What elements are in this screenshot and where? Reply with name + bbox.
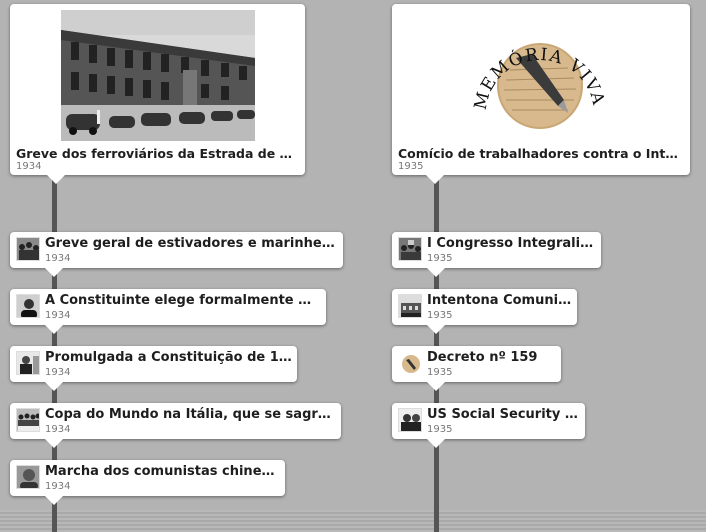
event-card[interactable]: Greve geral de estivadores e marinheiros…: [10, 232, 343, 277]
featured-event-year: 1934: [16, 161, 42, 172]
event-title: US Social Security Act: [427, 407, 581, 422]
memoria-viva-logo: MEMÓRIA VIVA DO TST: [464, 10, 615, 141]
background-stripes: [0, 510, 706, 532]
portrait-photo-icon: [16, 294, 40, 318]
team-photo-icon: [16, 408, 40, 432]
event-year: 1935: [427, 424, 453, 435]
event-title: A Constituinte elege formalmente Get…: [45, 293, 320, 308]
event-title: Intentona Comunista: [427, 293, 573, 308]
event-year: 1934: [45, 481, 71, 492]
building-photo-icon: [398, 294, 422, 318]
event-year: 1935: [427, 253, 453, 264]
event-card[interactable]: Promulgada a Constituição de 1934 1934: [10, 346, 297, 391]
crowd-photo-icon: [398, 237, 422, 261]
event-title: Promulgada a Constituição de 1934: [45, 350, 293, 365]
event-card[interactable]: A Constituinte elege formalmente Get… 19…: [10, 289, 326, 334]
event-year: 1935: [427, 367, 453, 378]
document-photo-icon: [16, 351, 40, 375]
featured-event-title: Greve dos ferroviários da Estrada de F…: [16, 146, 300, 161]
featured-event-year: 1935: [398, 161, 424, 172]
event-year: 1934: [45, 310, 71, 321]
featured-event-card-right[interactable]: MEMÓRIA VIVA DO TST Comício de trabalhad…: [392, 4, 690, 184]
event-year: 1934: [45, 367, 71, 378]
event-card[interactable]: Decreto nº 159 1935: [392, 346, 561, 391]
seal-icon: [398, 351, 422, 375]
event-year: 1934: [45, 253, 71, 264]
event-title: Copa do Mundo na Itália, que se sagrou…: [45, 407, 335, 422]
event-card[interactable]: Marcha dos comunistas chineses 1934: [10, 460, 285, 505]
event-card[interactable]: Intentona Comunista 1935: [392, 289, 577, 334]
event-title: Greve geral de estivadores e marinheiros: [45, 236, 337, 251]
crowd-photo-icon: [16, 237, 40, 261]
railway-station-photo: [61, 10, 255, 141]
event-title: Decreto nº 159: [427, 350, 538, 365]
event-card[interactable]: Copa do Mundo na Itália, que se sagrou… …: [10, 403, 341, 448]
featured-event-card-left[interactable]: Greve dos ferroviários da Estrada de F… …: [10, 4, 305, 184]
event-card[interactable]: I Congresso Integralista 1935: [392, 232, 601, 277]
portrait-photo-icon: [16, 465, 40, 489]
featured-event-title: Comício de trabalhadores contra o Inte…: [398, 146, 686, 161]
event-card[interactable]: US Social Security Act 1935: [392, 403, 585, 448]
event-year: 1934: [45, 424, 71, 435]
event-title: Marcha dos comunistas chineses: [45, 464, 281, 479]
event-year: 1935: [427, 310, 453, 321]
portrait-photo-icon: [398, 408, 422, 432]
event-title: I Congresso Integralista: [427, 236, 597, 251]
